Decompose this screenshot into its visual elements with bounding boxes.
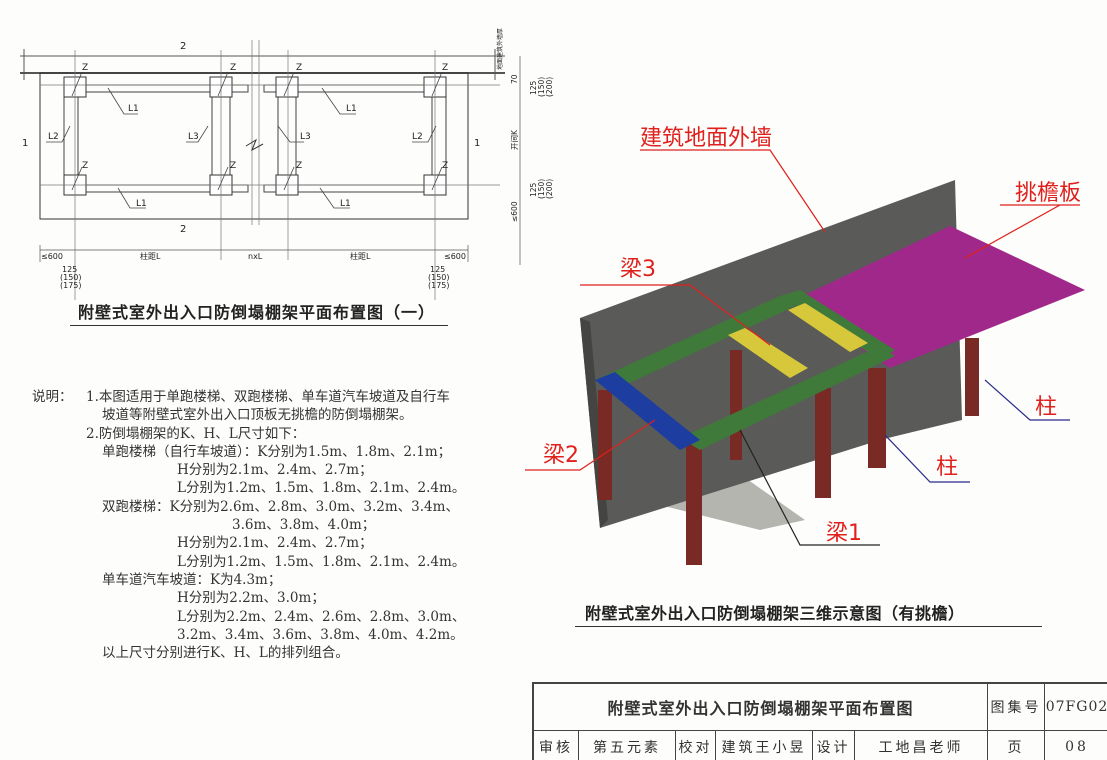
dimension-lines (39, 56, 521, 265)
dim-right-600: ≤600 (510, 201, 519, 222)
leader-lines (46, 71, 443, 209)
dim-right-edge: ≤600 (444, 252, 466, 261)
dim-column-spacing: 柱距L (140, 251, 161, 261)
note-line: 3.2m、3.4m、3.6m、3.8m、4.0m、4.2m。 (177, 626, 464, 643)
designer: 工地昌老师 (855, 731, 988, 760)
dim-sub: (150) (60, 273, 82, 282)
review-label: 审核 (534, 731, 579, 760)
note-line: H分别为2.1m、2.4m、2.7m； (177, 535, 373, 552)
break-line (245, 138, 264, 152)
beam-label-l1: L1 (340, 199, 351, 209)
label-column: 柱 (1035, 395, 1057, 420)
label-eave: 挑檐板 (1015, 181, 1081, 206)
design-label: 设计 (813, 731, 855, 760)
beam-label-l2: L2 (412, 132, 423, 142)
iso-drawing: 建筑地面外墙 挑檐板 梁3 梁2 梁1 柱 柱 (525, 126, 1085, 565)
dim-nxl: nxL (248, 252, 263, 261)
dim-right-70: 70 (510, 74, 519, 84)
label-beam1: 梁1 (826, 521, 862, 546)
dim-sub: (150) (537, 179, 546, 199)
column-label: Z (442, 161, 448, 171)
dim-sub: 125 (529, 80, 538, 95)
dim-column-spacing: 柱距L (350, 251, 371, 261)
leader-lines-3d (525, 149, 1080, 546)
column-label: Z (82, 63, 88, 73)
note-line: 1.本图适用于单跑楼梯、双跑楼梯、单车道汽车坡道及自行车 (86, 389, 450, 405)
dim-sub: (175) (428, 281, 450, 290)
dim-sub: (150) (537, 77, 546, 97)
column-label: Z (230, 63, 236, 73)
dim-right-k: 开间K (510, 129, 519, 150)
dim-sub: (175) (60, 281, 82, 290)
plan-title: 附壁式室外出入口防倒塌棚架平面布置图（一） (78, 303, 436, 322)
plan-drawing: Z Z Z Z Z Z Z Z L1 L1 L1 L1 L2 L2 L3 L3 … (20, 28, 554, 300)
wall-thickness-label: 地面建筑外墙厚 (496, 28, 504, 70)
column-label: Z (296, 161, 302, 171)
dim-sub: (200) (545, 179, 554, 199)
dim-sub: 125 (62, 265, 77, 274)
column-label: Z (230, 161, 236, 171)
note-line: 以上尺寸分别进行K、H、L的排列组合。 (102, 645, 349, 662)
title-block: 附壁式室外出入口防倒塌棚架平面布置图 图集号 07FG02 审核 第五元素 校对… (532, 682, 1107, 760)
note-line: 单跑楼梯（自行车坡道）：K分别为1.5m、1.8m、2.1m； (102, 443, 452, 460)
note-line: H分别为2.2m、3.0m； (177, 590, 325, 607)
columns-3d (598, 338, 979, 565)
note-line: 双跑楼梯：K分别为2.6m、2.8m、3.0m、3.2m、3.4m、 (102, 498, 459, 515)
dim-sub: (200) (545, 77, 554, 97)
beam-label-l3: L3 (188, 132, 199, 142)
dim-sub: 125 (430, 265, 445, 274)
axis-lines (40, 40, 500, 300)
page-number: 08 (1065, 738, 1089, 755)
label-column: 柱 (936, 455, 958, 480)
reviewer: 第五元素 (579, 731, 676, 760)
checker: 建筑王小昱 (716, 731, 813, 760)
note-line: L分别为2.2m、2.4m、2.6m、2.8m、3.0m、 (177, 608, 466, 625)
note-line: 2.防倒塌棚架的K、H、L尺寸如下： (86, 425, 306, 442)
plan-labels: Z Z Z Z Z Z Z Z L1 L1 L1 L1 L2 L2 L3 L3 … (22, 28, 554, 290)
column-label: Z (296, 63, 302, 73)
label-beam2: 梁2 (543, 443, 579, 468)
drawing-title: 附壁式室外出入口防倒塌棚架平面布置图 (534, 684, 988, 730)
beam-label-l3: L3 (300, 132, 311, 142)
notes: 说明： 1.本图适用于单跑楼梯、双跑楼梯、单车道汽车坡道及自行车 坡道等附壁式室外… (32, 388, 465, 662)
dim-sub: (150) (428, 273, 450, 282)
section-mark-2-bottom: 2 (180, 224, 186, 235)
atlas-number: 07FG02 (1045, 699, 1107, 715)
dim-sub: 125 (529, 182, 538, 197)
iso-title-underline (575, 626, 1042, 627)
section-mark-1-left: 1 (22, 138, 28, 149)
dim-left-edge: ≤600 (41, 252, 63, 261)
note-line: 单车道汽车坡道：K为4.3m； (102, 571, 282, 588)
column-label: Z (442, 63, 448, 73)
beams-3d (595, 290, 895, 450)
section-mark-1-right: 1 (474, 138, 480, 149)
label-beam3: 梁3 (620, 257, 656, 282)
note-line: H分别为2.1m、2.4m、2.7m； (177, 462, 373, 479)
slab-outline (39, 72, 469, 220)
note-line: L分别为1.2m、1.5m、1.8m、2.1m、2.4m。 (177, 480, 466, 497)
beam-label-l1: L1 (136, 199, 147, 209)
page-label: 页 (988, 731, 1045, 760)
notes-heading: 说明： (32, 389, 73, 405)
section-mark-2-top: 2 (180, 41, 186, 52)
check-label: 校对 (676, 731, 716, 760)
atlas-label: 图集号 (988, 684, 1045, 730)
iso-title: 附壁式室外出入口防倒塌棚架三维示意图（有挑檐） (585, 604, 965, 623)
plan-title-underline (70, 325, 448, 326)
column-label: Z (82, 161, 88, 171)
note-line: 坡道等附壁式室外出入口顶板无挑檐的防倒塌棚架。 (102, 407, 413, 424)
beam-label-l1: L1 (128, 104, 139, 114)
note-line: 3.6m、3.8m、4.0m； (232, 517, 376, 534)
beam-label-l2: L2 (48, 132, 59, 142)
labels-3d: 建筑地面外墙 挑檐板 梁3 梁2 梁1 柱 柱 (543, 126, 1081, 546)
label-wall: 建筑地面外墙 (640, 126, 772, 151)
note-line: L分别为1.2m、1.5m、1.8m、2.1m、2.4m。 (177, 553, 466, 570)
beam-label-l1: L1 (346, 104, 357, 114)
